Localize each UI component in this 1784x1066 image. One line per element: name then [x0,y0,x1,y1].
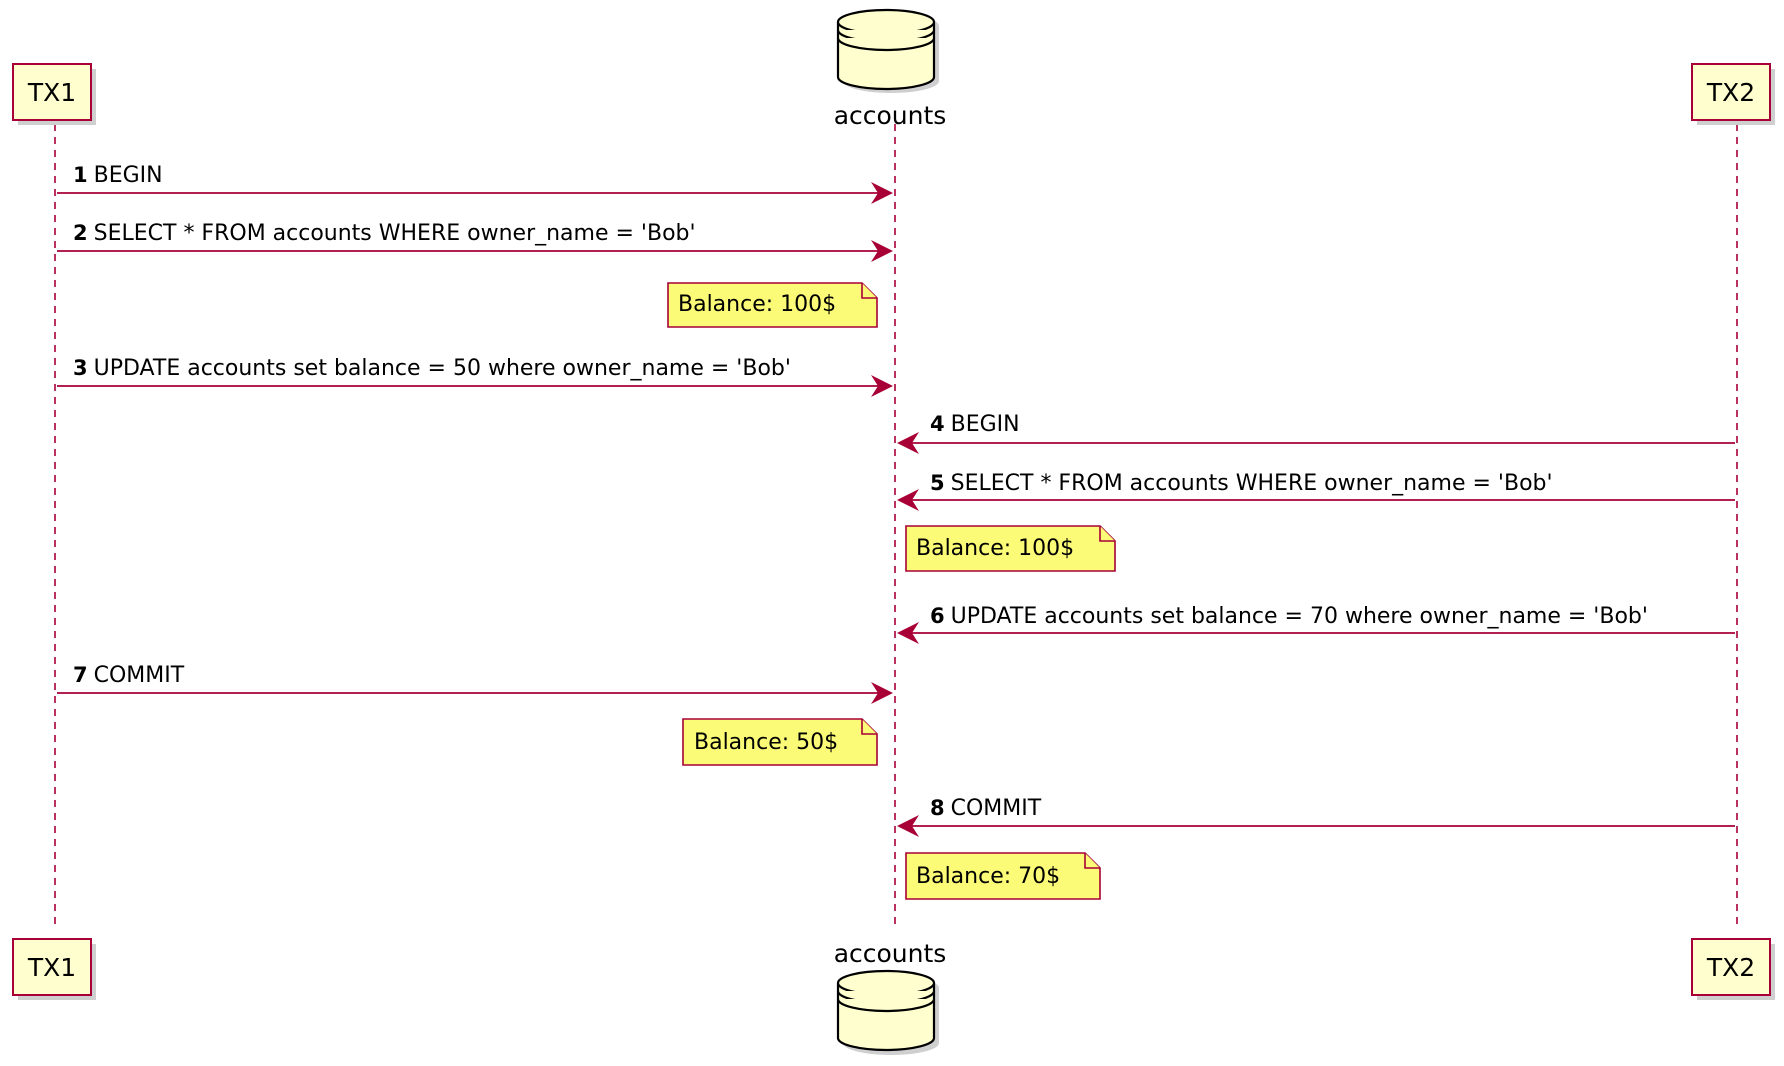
note-text: Balance: 100$ [678,292,836,317]
message-number: 7 [73,663,88,687]
message-number: 8 [930,796,945,820]
note-balance-4: Balance: 70$ [905,852,1101,900]
arrowhead-left-icon [897,815,919,837]
message-number: 6 [930,604,945,628]
message-number: 5 [930,471,945,495]
participant-tx1-top: TX1 [12,63,96,125]
participant-accounts-bottom: accounts [834,939,947,1055]
message-number: 1 [73,163,88,187]
message-number: 4 [930,412,945,436]
note-text: Balance: 70$ [916,864,1060,889]
participant-tx2-top: TX2 [1691,63,1775,125]
participant-accounts-label-bottom: accounts [834,939,947,968]
note-balance-1: Balance: 100$ [667,282,878,328]
arrowhead-right-icon [871,682,893,704]
message-text: COMMIT [951,796,1042,821]
message-text: UPDATE accounts set balance = 50 where o… [94,356,791,381]
message-text: BEGIN [951,412,1020,437]
participant-accounts-top: accounts [834,8,947,130]
arrowhead-left-icon [897,432,919,454]
arrowhead-left-icon [897,489,919,511]
arrowhead-right-icon [871,375,893,397]
message-text: COMMIT [94,663,185,688]
note-balance-3: Balance: 50$ [682,718,878,766]
note-balance-2: Balance: 100$ [905,525,1116,572]
participant-tx1-bottom: TX1 [12,938,96,1000]
message-text: BEGIN [94,163,163,188]
participant-tx2-bottom: TX2 [1691,938,1775,1000]
participant-tx1-label: TX1 [27,78,76,107]
note-text: Balance: 100$ [916,536,1074,561]
message-text: SELECT * FROM accounts WHERE owner_name … [951,471,1553,496]
message-number: 2 [73,221,88,245]
participant-tx1-label-bottom: TX1 [27,953,76,982]
message-text: UPDATE accounts set balance = 70 where o… [951,604,1648,629]
arrowhead-left-icon [897,622,919,644]
participant-tx2-label: TX2 [1706,78,1755,107]
note-text: Balance: 50$ [694,730,838,755]
participant-tx2-label-bottom: TX2 [1706,953,1755,982]
arrowhead-right-icon [871,240,893,262]
message-number: 3 [73,356,88,380]
message-text: SELECT * FROM accounts WHERE owner_name … [94,221,696,246]
participant-accounts-label: accounts [834,101,947,130]
arrowhead-right-icon [871,182,893,204]
